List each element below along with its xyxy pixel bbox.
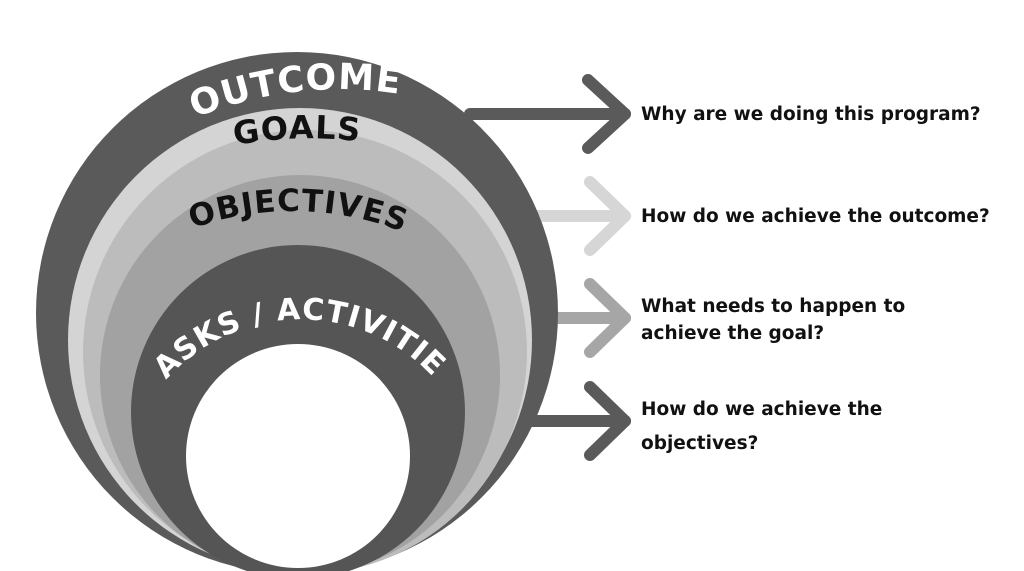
center-hole [186,344,410,568]
question-how-objectives-line2: objectives? [641,433,759,454]
question-what-needs-line1: What needs to happen to [641,296,906,317]
arrow-outcome [464,74,631,154]
ring-label-goals: GOALS [230,108,363,153]
question-how-objectives-line1: How do we achieve the [641,399,883,420]
question-how-outcome: How do we achieve the outcome? [641,206,990,227]
question-how-objectives: How do we achieve the objectives? [641,393,882,461]
question-what-needs: What needs to happen to achieve the goal… [641,293,905,347]
question-why: Why are we doing this program? [641,104,981,125]
question-what-needs-line2: achieve the goal? [641,323,825,344]
